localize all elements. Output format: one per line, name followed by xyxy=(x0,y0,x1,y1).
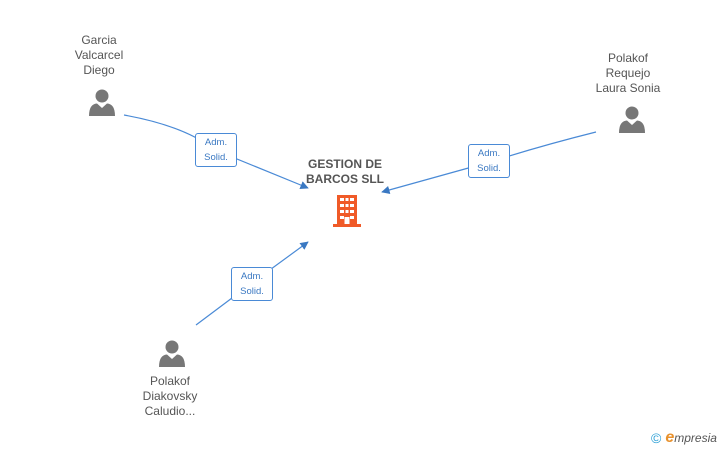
company-name-line: GESTION DE xyxy=(307,157,382,171)
company-name[interactable]: GESTION DE BARCOS SLL xyxy=(290,157,400,187)
relation-label: Adm. Solid. xyxy=(195,133,237,167)
relation-label-line: Adm. xyxy=(204,137,228,148)
copyright-icon: © xyxy=(651,430,662,446)
person-icon[interactable] xyxy=(87,88,117,118)
person-name-garcia[interactable]: Garcia Valcarcel Diego xyxy=(39,33,159,78)
relation-label-line: Adm. xyxy=(240,271,264,282)
person-name-line: Caludio... xyxy=(144,404,196,418)
company-name-line: BARCOS SLL xyxy=(306,172,384,186)
company-building-icon[interactable] xyxy=(331,194,363,228)
relation-label-line: Solid. xyxy=(477,163,501,174)
relation-label-line: Solid. xyxy=(240,286,264,297)
relation-label-line: Solid. xyxy=(204,152,228,163)
brand-logo-text: mpresia xyxy=(674,431,717,445)
person-name-polakof-claudio[interactable]: Polakof Diakovsky Caludio... xyxy=(110,374,230,419)
person-name-line: Diakovsky xyxy=(142,389,198,403)
relation-label: Adm. Solid. xyxy=(468,144,510,178)
person-name-line: Diego xyxy=(83,63,115,77)
person-icon[interactable] xyxy=(617,105,647,135)
person-icon[interactable] xyxy=(157,339,187,369)
relation-label-line: Adm. xyxy=(477,148,501,159)
person-name-polakof-laura[interactable]: Polakof Requejo Laura Sonia xyxy=(568,51,688,96)
person-name-line: Polakof xyxy=(149,374,191,388)
person-name-line: Valcarcel xyxy=(74,48,124,62)
person-name-line: Requejo xyxy=(605,66,651,80)
person-name-line: Polakof xyxy=(607,51,649,65)
brand-logo-initial: e xyxy=(665,429,675,446)
person-name-line: Laura Sonia xyxy=(595,81,661,95)
person-name-line: Garcia xyxy=(81,33,117,47)
relation-label: Adm. Solid. xyxy=(231,267,273,301)
